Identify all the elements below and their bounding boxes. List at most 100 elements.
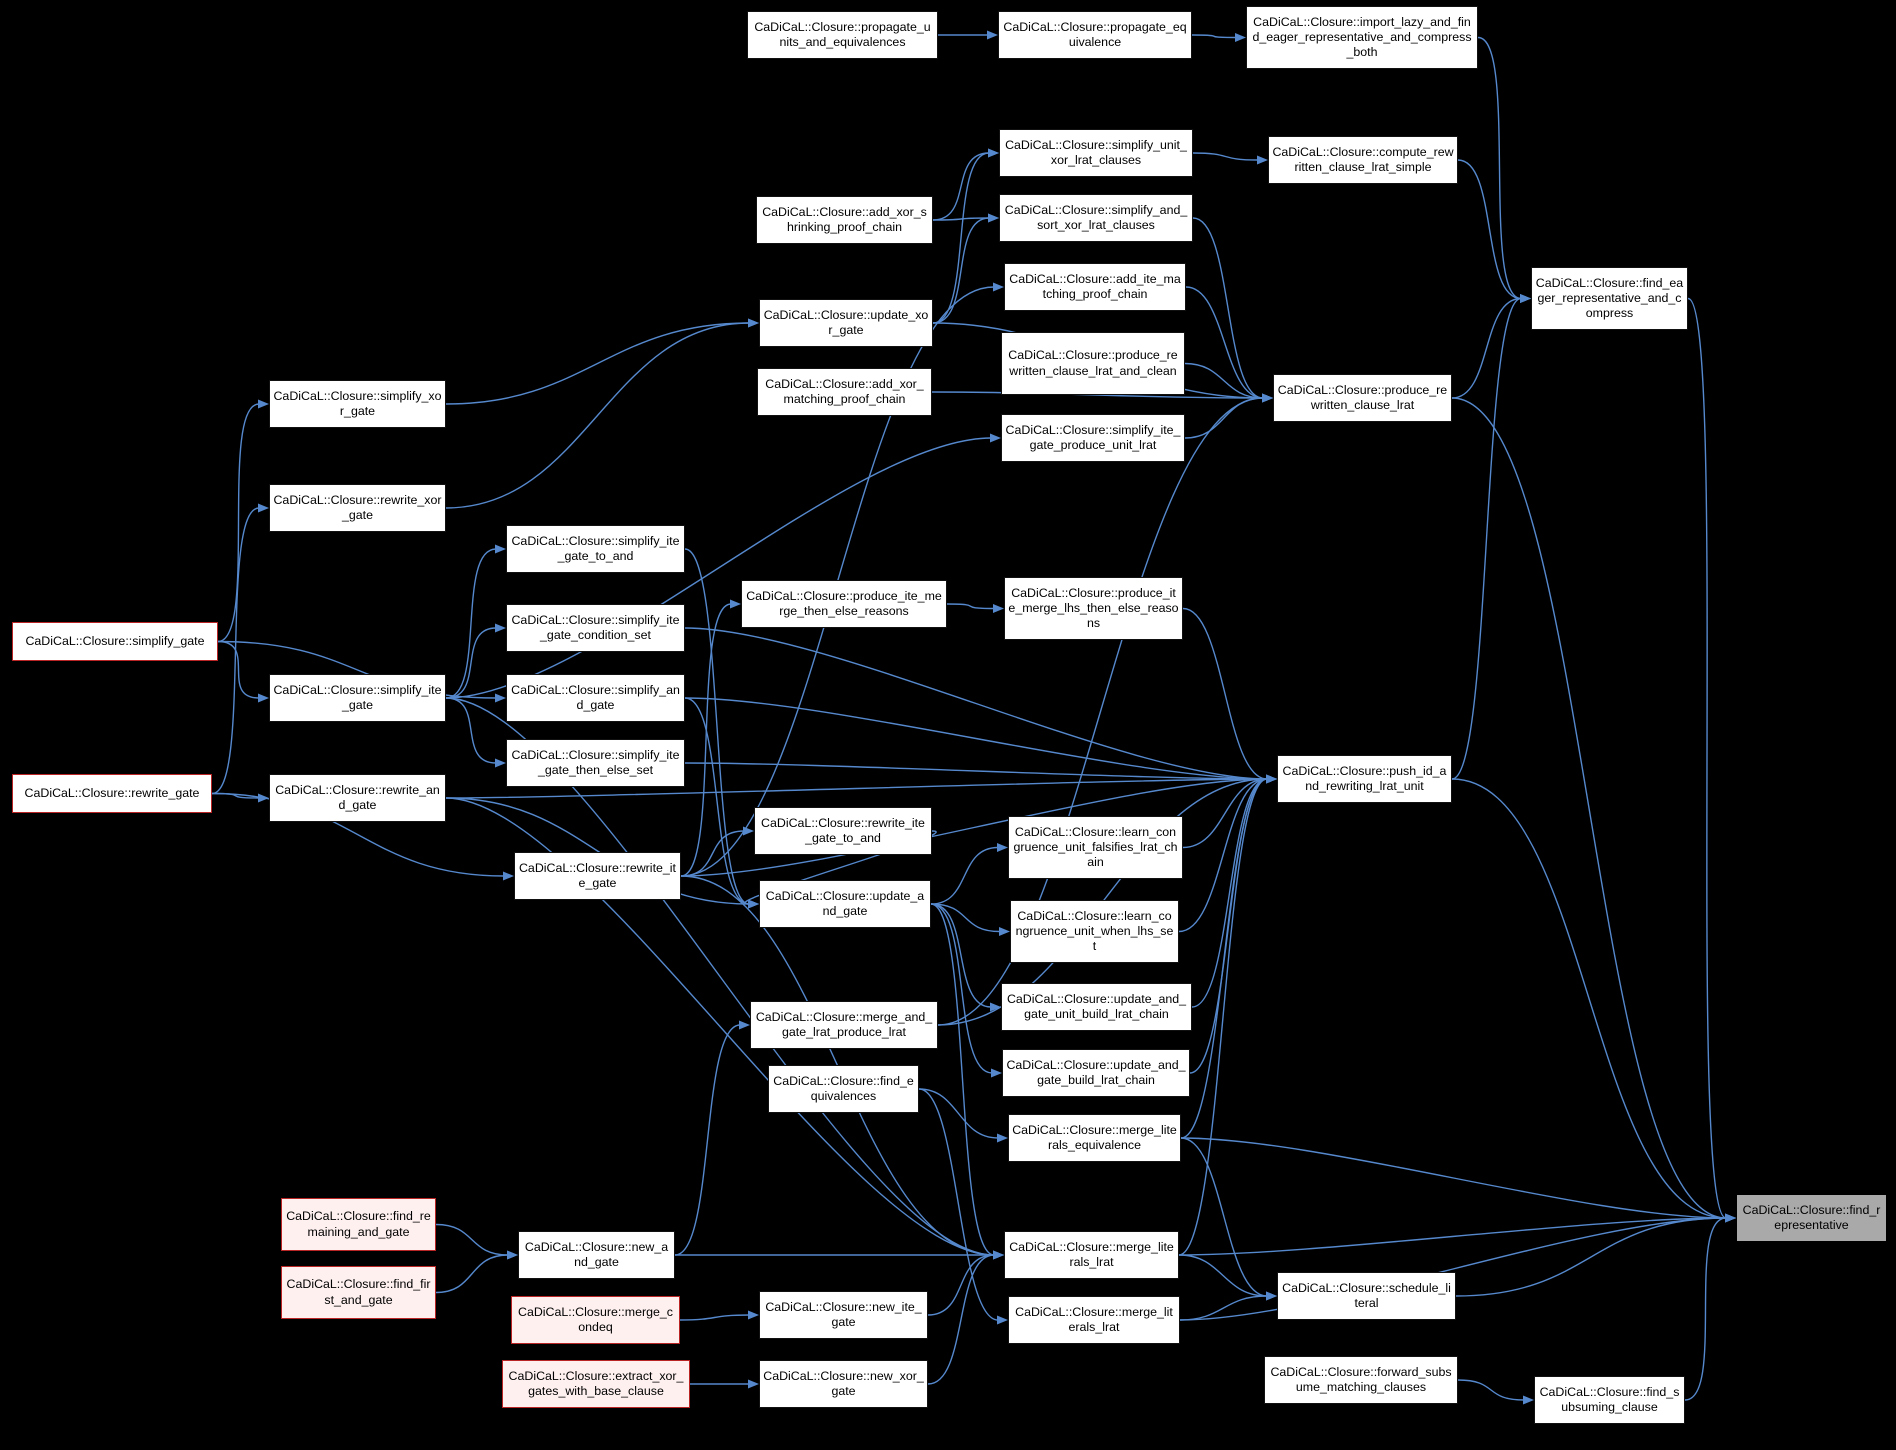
graph-node-simplify_ite_gate_then_else_set[interactable]: CaDiCaL::Closure::simplify_ite_gate_then… (506, 739, 685, 787)
graph-node-rewrite_xor_gate[interactable]: CaDiCaL::Closure::rewrite_xor_gate (269, 484, 446, 532)
arrowhead-icon (748, 899, 759, 909)
graph-node-update_and_gate[interactable]: CaDiCaL::Closure::update_and_gate (759, 880, 931, 928)
graph-node-rewrite_gate[interactable]: CaDiCaL::Closure::rewrite_gate (12, 774, 212, 813)
graph-node-label: CaDiCaL::Closure::simplify_xor_gate (273, 388, 442, 418)
graph-node-rewrite_and_gate[interactable]: CaDiCaL::Closure::rewrite_and_gate (269, 774, 446, 822)
arrowhead-icon (990, 1002, 1001, 1012)
call-edge-find_eager_representative_and_compress--find_representative (1687, 297, 1727, 1219)
graph-node-compute_rewritten_clause_lrat_simple[interactable]: CaDiCaL::Closure::compute_rewritten_clau… (1268, 136, 1458, 184)
call-edge-find_first_and_gate--new_and_gate (435, 1254, 509, 1294)
graph-node-find_subsuming_clause[interactable]: CaDiCaL::Closure::find_subsuming_clause (1534, 1376, 1685, 1424)
graph-node-push_id_and_rewriting_lrat_unit[interactable]: CaDiCaL::Closure::push_id_and_rewriting_… (1277, 755, 1452, 803)
graph-node-update_and_gate_unit_build_lrat_chain[interactable]: CaDiCaL::Closure::update_and_gate_unit_b… (1001, 983, 1192, 1031)
graph-node-find_representative[interactable]: CaDiCaL::Closure::find_representative (1736, 1194, 1887, 1242)
graph-node-simplify_and_gate[interactable]: CaDiCaL::Closure::simplify_and_gate (506, 674, 685, 722)
call-edge-simplify_ite_gate--simplify_ite_gate_condition_set (445, 627, 497, 699)
graph-node-label: CaDiCaL::Closure::merge_literals_equival… (1012, 1122, 1177, 1152)
graph-node-find_equivalences[interactable]: CaDiCaL::Closure::find_equivalences (768, 1065, 919, 1113)
graph-node-label: CaDiCaL::Closure::simplify_ite_gate (273, 682, 442, 712)
graph-node-learn_congruence_unit_when_lhs_set[interactable]: CaDiCaL::Closure::learn_congruence_unit_… (1010, 900, 1179, 963)
call-edge-new_xor_gate--merge_literals_lrat (927, 1254, 995, 1385)
graph-node-label: CaDiCaL::Closure::merge_condeq (518, 1304, 673, 1334)
arrowhead-icon (999, 927, 1010, 936)
arrowhead-icon (748, 1310, 759, 1320)
call-edge-import_lazy_and_find_eager_representative_and_compress_both--find_eager_representative_and_compress (1477, 36, 1522, 300)
graph-node-learn_congruence_unit_falsifies_lrat_chain[interactable]: CaDiCaL::Closure::learn_congruence_unit_… (1008, 816, 1183, 879)
graph-node-new_xor_gate[interactable]: CaDiCaL::Closure::new_xor_gate (759, 1360, 928, 1408)
graph-node-extract_xor_gates_with_base_clause[interactable]: CaDiCaL::Closure::extract_xor_gates_with… (502, 1360, 690, 1408)
graph-node-simplify_ite_gate_condition_set[interactable]: CaDiCaL::Closure::simplify_ite_gate_cond… (506, 604, 685, 652)
graph-node-add_ite_matching_proof_chain[interactable]: CaDiCaL::Closure::add_ite_matching_proof… (1004, 263, 1186, 311)
call-edge-compute_rewritten_clause_lrat_simple--find_eager_representative_and_compress (1457, 159, 1522, 300)
call-edge-rewrite_ite_gate--push_id_and_rewriting_lrat_unit (680, 778, 1268, 877)
graph-node-simplify_xor_gate[interactable]: CaDiCaL::Closure::simplify_xor_gate (269, 380, 446, 428)
arrowhead-icon (1266, 1291, 1277, 1301)
graph-node-merge_literals_lrat2[interactable]: CaDiCaL::Closure::merge_literals_lrat (1008, 1296, 1180, 1344)
graph-node-label: CaDiCaL::Closure::find_subsuming_clause (1539, 1384, 1680, 1414)
call-edge-merge_literals_lrat2--schedule_literal (1179, 1295, 1268, 1321)
graph-node-propagate_units_and_equivalences[interactable]: CaDiCaL::Closure::propagate_units_and_eq… (747, 11, 938, 59)
graph-node-add_xor_matching_proof_chain[interactable]: CaDiCaL::Closure::add_xor_matching_proof… (757, 368, 932, 416)
graph-node-label: CaDiCaL::Closure::simplify_ite_gate_prod… (1005, 422, 1181, 452)
call-edge-merge_literals_equivalence--schedule_literal (1180, 1137, 1268, 1297)
call-edge-add_xor_shrinking_proof_chain--simplify_and_sort_xor_lrat_clauses (932, 217, 990, 221)
graph-node-label: CaDiCaL::Closure::forward_subsume_matchi… (1270, 1364, 1452, 1394)
graph-node-add_xor_shrinking_proof_chain[interactable]: CaDiCaL::Closure::add_xor_shrinking_proo… (756, 196, 933, 244)
graph-node-label: CaDiCaL::Closure::merge_literals_lrat (1015, 1304, 1173, 1334)
graph-node-label: CaDiCaL::Closure::add_ite_matching_proof… (1009, 271, 1181, 301)
graph-node-label: CaDiCaL::Closure::find_eager_representat… (1535, 275, 1684, 321)
graph-node-new_ite_gate[interactable]: CaDiCaL::Closure::new_ite_gate (759, 1291, 928, 1339)
graph-node-find_first_and_gate[interactable]: CaDiCaL::Closure::find_first_and_gate (281, 1266, 436, 1319)
arrowhead-icon (1262, 393, 1273, 403)
graph-node-produce_rewritten_clause_lrat_and_clean[interactable]: CaDiCaL::Closure::produce_rewritten_clau… (1001, 332, 1185, 395)
arrowhead-icon (993, 604, 1004, 613)
graph-node-produce_ite_merge_then_else_reasons[interactable]: CaDiCaL::Closure::produce_ite_merge_then… (741, 580, 947, 628)
graph-node-simplify_unit_xor_lrat_clauses[interactable]: CaDiCaL::Closure::simplify_unit_xor_lrat… (999, 129, 1193, 177)
graph-node-rewrite_ite_gate[interactable]: CaDiCaL::Closure::rewrite_ite_gate (514, 852, 681, 900)
graph-node-label: CaDiCaL::Closure::produce_ite_merge_lhs_… (1008, 585, 1179, 631)
graph-node-propagate_equivalence[interactable]: CaDiCaL::Closure::propagate_equivalence (998, 11, 1192, 59)
call-edge-rewrite_ite_gate--produce_ite_merge_then_else_reasons (680, 603, 732, 877)
call-edge-learn_congruence_unit_when_lhs_set--push_id_and_rewriting_lrat_unit (1178, 778, 1268, 933)
graph-node-update_and_gate_build_lrat_chain[interactable]: CaDiCaL::Closure::update_and_gate_build_… (1002, 1049, 1190, 1097)
graph-node-merge_condeq[interactable]: CaDiCaL::Closure::merge_condeq (511, 1296, 680, 1344)
graph-node-schedule_literal[interactable]: CaDiCaL::Closure::schedule_literal (1277, 1272, 1456, 1320)
graph-node-simplify_ite_gate_to_and[interactable]: CaDiCaL::Closure::simplify_ite_gate_to_a… (506, 525, 685, 573)
arrowhead-icon (1266, 774, 1277, 784)
graph-node-label: CaDiCaL::Closure::rewrite_ite_gate_to_an… (761, 815, 925, 845)
graph-node-rewrite_ite_gate_to_and[interactable]: CaDiCaL::Closure::rewrite_ite_gate_to_an… (754, 807, 932, 855)
arrowhead-icon (993, 1250, 1004, 1260)
graph-node-label: CaDiCaL::Closure::rewrite_ite_gate (518, 860, 676, 890)
graph-node-simplify_and_sort_xor_lrat_clauses[interactable]: CaDiCaL::Closure::simplify_and_sort_xor_… (999, 194, 1193, 242)
graph-node-import_lazy_and_find_eager_representative_and_compress_both[interactable]: CaDiCaL::Closure::import_lazy_and_find_e… (1246, 6, 1478, 69)
graph-node-label: CaDiCaL::Closure::find_first_and_gate (286, 1277, 431, 1307)
graph-node-find_remaining_and_gate[interactable]: CaDiCaL::Closure::find_remaining_and_gat… (281, 1198, 436, 1251)
call-edge-rewrite_and_gate--merge_literals_lrat (445, 797, 995, 1256)
graph-node-simplify_ite_gate_produce_unit_lrat[interactable]: CaDiCaL::Closure::simplify_ite_gate_prod… (1001, 414, 1185, 462)
graph-node-merge_literals_lrat[interactable]: CaDiCaL::Closure::merge_literals_lrat (1004, 1231, 1179, 1279)
graph-node-produce_ite_merge_lhs_then_else_reasons[interactable]: CaDiCaL::Closure::produce_ite_merge_lhs_… (1004, 577, 1183, 640)
graph-node-update_xor_gate[interactable]: CaDiCaL::Closure::update_xor_gate (759, 299, 933, 347)
graph-node-produce_rewritten_clause_lrat[interactable]: CaDiCaL::Closure::produce_rewritten_clau… (1273, 374, 1452, 422)
call-edge-merge_and_gate_lrat_produce_lrat--produce_rewritten_clause_lrat (937, 397, 1264, 1026)
arrowhead-icon (987, 30, 998, 40)
graph-node-new_and_gate[interactable]: CaDiCaL::Closure::new_and_gate (518, 1231, 675, 1279)
graph-node-label: CaDiCaL::Closure::update_and_gate_unit_b… (1006, 991, 1187, 1021)
graph-node-merge_and_gate_lrat_produce_lrat[interactable]: CaDiCaL::Closure::merge_and_gate_lrat_pr… (750, 1001, 938, 1049)
call-edge-produce_ite_merge_lhs_then_else_reasons--push_id_and_rewriting_lrat_unit (1182, 607, 1268, 780)
graph-node-label: CaDiCaL::Closure::produce_ite_merge_then… (746, 588, 942, 618)
call-edge-new_ite_gate--merge_literals_lrat (927, 1254, 995, 1316)
arrowhead-icon (1523, 1395, 1534, 1405)
graph-node-label: CaDiCaL::Closure::rewrite_xor_gate (273, 492, 442, 522)
call-edge-produce_rewritten_clause_lrat--find_representative (1451, 397, 1727, 1219)
call-edge-simplify_ite_gate_condition_set--push_id_and_rewriting_lrat_unit (684, 627, 1268, 780)
graph-node-label: CaDiCaL::Closure::update_and_gate_build_… (1006, 1057, 1186, 1087)
graph-node-find_eager_representative_and_compress[interactable]: CaDiCaL::Closure::find_eager_representat… (1531, 267, 1688, 330)
call-edge-simplify_xor_gate--update_xor_gate (445, 322, 750, 405)
graph-node-forward_subsume_matching_clauses[interactable]: CaDiCaL::Closure::forward_subsume_matchi… (1264, 1356, 1458, 1404)
graph-node-simplify_ite_gate[interactable]: CaDiCaL::Closure::simplify_ite_gate (269, 674, 446, 722)
call-edge-update_and_gate_unit_build_lrat_chain--push_id_and_rewriting_lrat_unit (1191, 778, 1268, 1008)
call-edge-update_and_gate--merge_literals_lrat (930, 903, 995, 1256)
graph-node-simplify_gate[interactable]: CaDiCaL::Closure::simplify_gate (12, 622, 218, 661)
graph-node-merge_literals_equivalence[interactable]: CaDiCaL::Closure::merge_literals_equival… (1008, 1114, 1181, 1162)
